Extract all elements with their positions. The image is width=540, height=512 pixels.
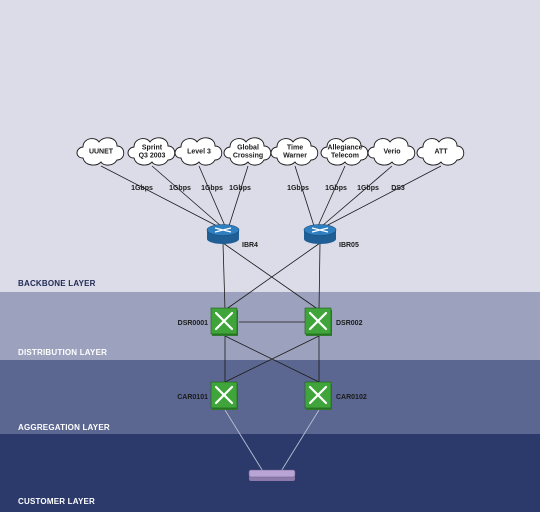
cloud-shape [367, 137, 416, 166]
layer-label-customer: CUSTOMER LAYER [18, 497, 96, 506]
router-icon [206, 224, 240, 244]
link-speed-label: 1Gbps [169, 185, 191, 192]
link-ibr05-dsr002 [318, 242, 321, 311]
switch-icon [304, 307, 332, 336]
cloud-shape [416, 137, 465, 166]
router-arrows [214, 227, 232, 233]
switch-arrows [308, 385, 328, 405]
link-speed-label: 1Gbps [325, 185, 347, 192]
layer-label-aggregation: AGGREGATION LAYER [18, 423, 110, 432]
provider-link-0 [100, 165, 218, 227]
cloud-icon: ATT [416, 137, 465, 166]
link-ibr4-dsr002 [222, 242, 320, 311]
link-car0101-customer [224, 409, 265, 474]
router-bottom [207, 234, 239, 244]
provider-link-1 [151, 165, 222, 227]
cloud-icon: Verio [367, 137, 416, 166]
router-arrows [311, 227, 329, 233]
switch-label: DSR0001 [178, 320, 208, 327]
switch-arrows [214, 385, 234, 405]
provider-link-2 [198, 165, 226, 227]
router-bottom [304, 234, 336, 244]
cloud-shape [76, 137, 125, 166]
switch-arrows [214, 311, 234, 331]
link-ibr05-dsr0001 [224, 242, 321, 311]
layer-label-distribution: DISTRIBUTION LAYER [18, 348, 108, 357]
aggregation-layer-band [0, 360, 540, 434]
customer-device-top [248, 469, 296, 478]
link-dsr002-car0101 [224, 335, 320, 383]
switch-label: DSR002 [336, 320, 363, 327]
link-speed-label: 1Gbps [357, 185, 379, 192]
cloud-shape [320, 137, 369, 166]
provider-name: UUNET [89, 149, 114, 156]
links-layer [100, 165, 442, 474]
router-label: IBR4 [242, 242, 258, 249]
switch-icon [210, 307, 238, 336]
cloud-shape [127, 137, 176, 166]
switch-label: CAR0102 [336, 394, 367, 401]
link-speed-label: 1Gbps [229, 185, 251, 192]
provider-name: Verio [383, 149, 400, 156]
link-speed-label: 1Gbps [201, 185, 223, 192]
distribution-layer-band [0, 292, 540, 360]
switch-icon [210, 381, 238, 410]
link-speed-label: DS3 [391, 185, 405, 192]
router-icon [303, 224, 337, 244]
provider-link-3 [228, 165, 249, 227]
provider-name: ATT [434, 149, 448, 156]
switch-label: CAR0101 [177, 394, 208, 401]
link-speed-label: 1Gbps [287, 185, 309, 192]
customer-device-icon [248, 469, 296, 481]
link-ibr4-dsr0001 [222, 242, 226, 311]
cloud-icon: Level 3 [174, 137, 223, 166]
cloud-shape [270, 137, 319, 166]
router-label: IBR05 [339, 242, 359, 249]
cloud-shape [174, 137, 223, 166]
cloud-shape [223, 137, 272, 166]
switch-icon [304, 381, 332, 410]
provider-link-4 [294, 165, 315, 227]
link-speed-label: 1Gbps [131, 185, 153, 192]
layer-label-backbone: BACKBONE LAYER [18, 279, 96, 288]
switch-arrows [308, 311, 328, 331]
provider-link-6 [321, 165, 393, 227]
link-car0102-customer [279, 409, 320, 474]
provider-name: Level 3 [187, 149, 211, 156]
provider-link-7 [325, 165, 442, 227]
provider-link-5 [317, 165, 346, 227]
cloud-icon: UUNET [76, 137, 125, 166]
